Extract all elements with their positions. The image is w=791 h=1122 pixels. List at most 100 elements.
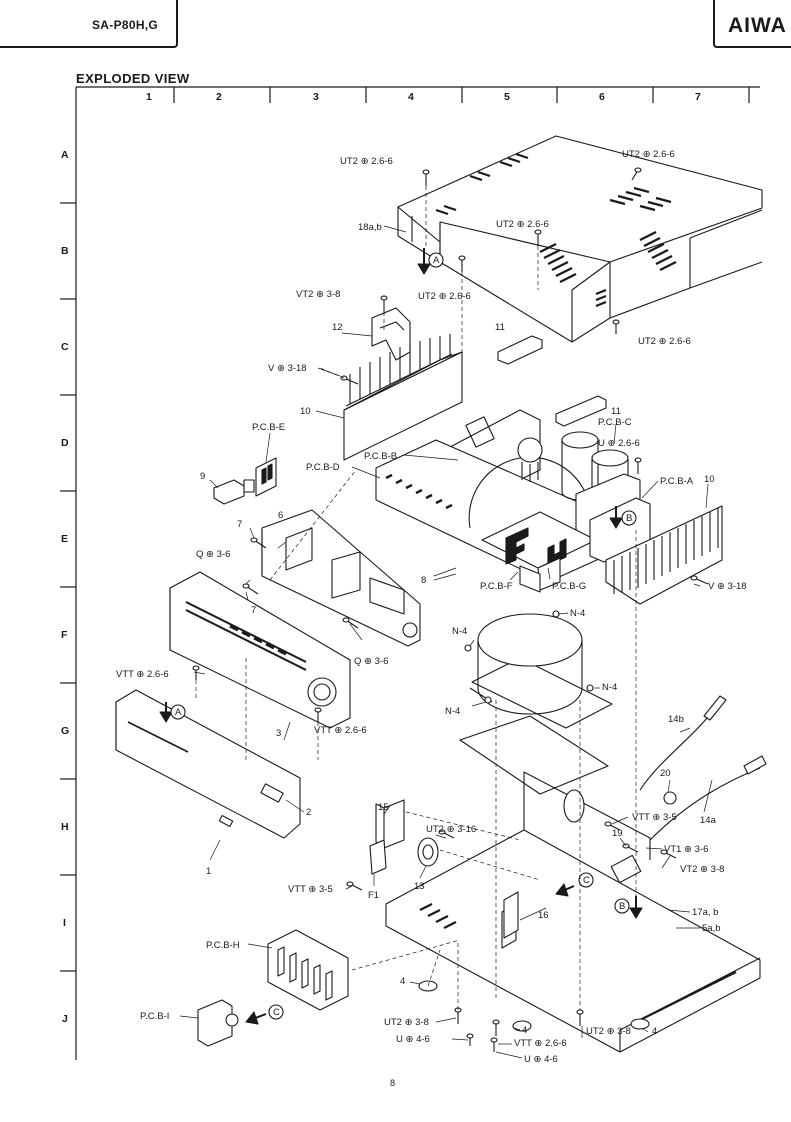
- label-part-18ab: 18a,b: [358, 222, 382, 233]
- page-number: 8: [390, 1078, 396, 1088]
- label-pcb-e: P.C.B-E: [252, 422, 285, 433]
- label-part-11: 11: [495, 322, 505, 333]
- label-pcb-c: P.C.B-C: [598, 417, 632, 428]
- part-13-illustration: [417, 837, 439, 867]
- label-part-2: 2: [306, 807, 311, 818]
- label-screw-ut2-3-8: UT2 ⊕ 3-8: [586, 1026, 631, 1037]
- label-screw-ut2-26-6: UT2 ⊕ 2.6-6: [638, 336, 691, 347]
- label-pcb-a: P.C.B-A: [660, 476, 694, 487]
- screw-icon: [690, 575, 709, 585]
- sub-chassis-6-illustration: [261, 509, 421, 647]
- grid-row-c: C: [61, 341, 69, 353]
- screw-icon: [454, 1007, 462, 1024]
- top-cover-illustration: [397, 135, 763, 343]
- screw-icon: [342, 617, 359, 629]
- grid-col-7: 7: [695, 91, 701, 103]
- label-nut-n4: N-4: [602, 682, 617, 693]
- label-screw-q-3-6: Q ⊕ 3-6: [354, 656, 388, 667]
- label-pcb-d: P.C.B-D: [306, 462, 340, 473]
- arrow-left-icon: [555, 872, 594, 897]
- grid-col-5: 5: [504, 91, 510, 103]
- ref-a-top: A: [433, 255, 440, 266]
- brand-box: [713, 0, 791, 48]
- grid-col-1: 1: [146, 91, 152, 103]
- heatsink-10-illustration: [343, 334, 463, 461]
- label-part-1: 1: [206, 866, 211, 877]
- grid-frame: [60, 86, 760, 1060]
- label-screw-v-3-18: V ⊕ 3-18: [708, 581, 747, 592]
- label-part-14a: 14a: [700, 815, 717, 826]
- label-part-13: 13: [414, 881, 425, 892]
- nut-icon: [484, 696, 492, 704]
- ref-c-bottom: C: [273, 1007, 280, 1018]
- knob-9-illustration: [213, 479, 245, 505]
- bracket-12-illustration: [371, 307, 411, 361]
- grid-row-j: J: [62, 1013, 68, 1025]
- part-labels: UT2 ⊕ 2.6-6 UT2 ⊕ 2.6-6 UT2 ⊕ 2.6-6 18a,…: [116, 149, 747, 1065]
- label-pcb-i: P.C.B-I: [140, 1011, 169, 1022]
- front-cover-1-illustration: [115, 689, 301, 839]
- label-screw-ut2-3-8: UT2 ⊕ 3-8: [384, 1017, 429, 1028]
- label-screw-vtt-26-6: VTT ⊕ 2.6-6: [314, 725, 367, 736]
- grid-row-b: B: [61, 245, 69, 257]
- grid-row-i: I: [63, 917, 66, 929]
- part-16-illustration: [503, 891, 519, 939]
- grid-row-e: E: [61, 533, 68, 545]
- grid-row-a: A: [61, 149, 69, 161]
- heatsink-10-right-illustration: [605, 505, 723, 605]
- label-screw-ut2-26-6: UT2 ⊕ 2.6-6: [496, 219, 549, 230]
- label-part-17ab: 17a, b: [692, 907, 718, 918]
- label-pcb-f: P.C.B-F: [480, 581, 513, 592]
- transformer-illustration: [469, 613, 613, 729]
- grid-col-3: 3: [313, 91, 319, 103]
- arrow-down-icon: [614, 896, 643, 919]
- ref-b-top: B: [626, 513, 632, 524]
- screw-icon: [314, 707, 322, 722]
- screw-icon: [634, 457, 642, 474]
- pcb-f-g-illustration: [481, 511, 597, 593]
- screw-icon: [631, 167, 642, 181]
- label-part-4: 4: [400, 976, 405, 987]
- label-screw-ut2-26-6: UT2 ⊕ 2.6-6: [340, 156, 393, 167]
- label-part-6: 6: [278, 510, 283, 521]
- front-panel-3-illustration: [169, 571, 351, 729]
- label-part-3: 3: [276, 728, 281, 739]
- label-pcb-b: P.C.B-B: [364, 451, 397, 462]
- label-nut-n4: N-4: [570, 608, 585, 619]
- foot-4-illustration: [512, 1020, 532, 1032]
- screw-icon: [346, 881, 363, 891]
- arrow-left-icon: [245, 1004, 284, 1025]
- grid-col-4: 4: [408, 91, 414, 103]
- screw-icon: [612, 319, 620, 334]
- label-screw-vtt-26-6: VTT ⊕ 2.6-6: [514, 1038, 567, 1049]
- label-part-20: 20: [660, 768, 671, 779]
- grid-row-g: G: [61, 725, 69, 737]
- pcb-e-illustration: [243, 457, 277, 497]
- grid-row-labels: A B C D E F G H I J: [61, 149, 69, 1025]
- label-nut-n4: N-4: [452, 626, 467, 637]
- reference-letters: A B A C B C: [175, 255, 632, 1018]
- grid-col-6: 6: [599, 91, 605, 103]
- nut-icon: [464, 644, 472, 652]
- foot-4-illustration: [630, 1018, 650, 1030]
- model-number: SA-P80H,G: [92, 18, 159, 32]
- assembly-guide-lines: [195, 186, 637, 1010]
- label-part-7: 7: [251, 605, 256, 616]
- label-screw-vt2-3-8: VT2 ⊕ 3-8: [680, 864, 724, 875]
- pcb-h-illustration: [267, 929, 349, 1011]
- screw-icon: [660, 849, 677, 859]
- label-screw-vt1-3-6: VT1 ⊕ 3-6: [664, 844, 708, 855]
- label-screw-q-3-6: Q ⊕ 3-6: [196, 549, 230, 560]
- arrow-down-icon: [609, 506, 637, 529]
- arrow-down-icon: [159, 702, 186, 723]
- screw-icon: [422, 169, 430, 186]
- grid-col-2: 2: [216, 91, 222, 103]
- screw-icon: [380, 295, 388, 312]
- label-part-10: 10: [300, 406, 311, 417]
- screw-icon: [490, 1037, 498, 1052]
- label-part-14b: 14b: [668, 714, 684, 725]
- nut-icon: [586, 684, 594, 692]
- label-nut-n4: N-4: [445, 706, 460, 717]
- label-part-4: 4: [522, 1025, 527, 1036]
